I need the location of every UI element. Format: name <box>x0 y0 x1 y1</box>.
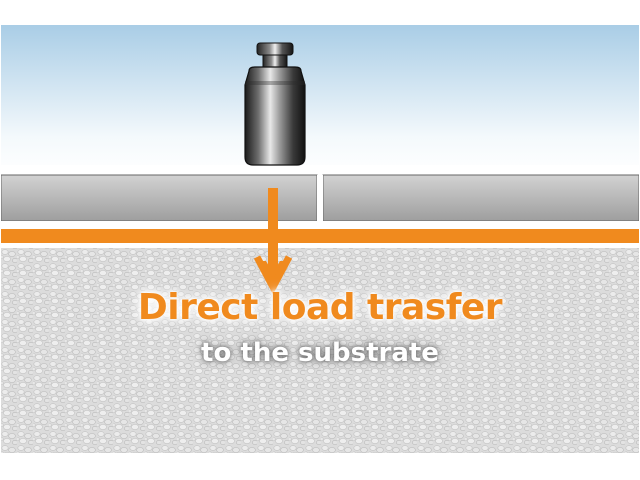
tile-joint <box>317 175 323 221</box>
subline-caption: to the substrate <box>201 338 439 368</box>
sky-background <box>1 25 639 175</box>
orange-layer <box>1 229 639 243</box>
tile-right <box>322 174 639 222</box>
substrate <box>1 248 639 453</box>
gap-strip <box>1 165 639 175</box>
diagram-frame: Direct load trasfer to the substrate <box>1 25 639 453</box>
diagram-scene <box>1 25 639 453</box>
down-arrow-icon <box>253 188 293 295</box>
headline-caption: Direct load trasfer <box>137 287 503 328</box>
weight-icon <box>244 42 306 166</box>
orange-layer-gap <box>1 243 639 248</box>
tile-bed <box>1 221 639 229</box>
tile-left <box>1 174 318 222</box>
